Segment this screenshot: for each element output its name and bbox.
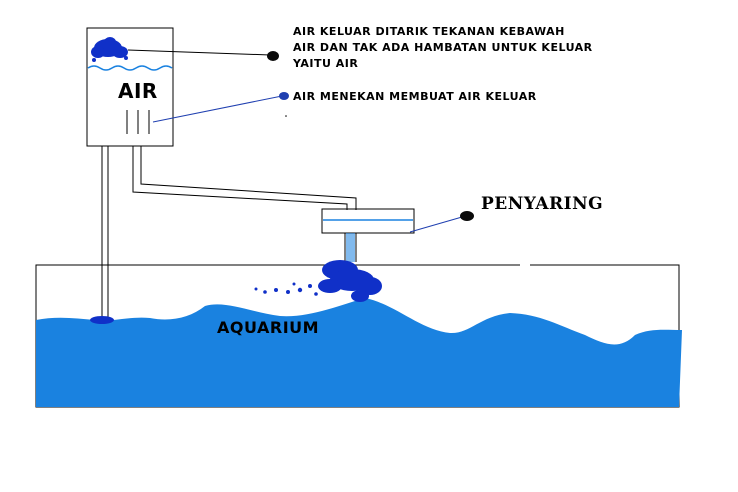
filter-outlet	[344, 233, 357, 262]
aquarium-label: AQUARIUM	[217, 318, 319, 337]
pipe-bottom-splash	[90, 316, 114, 324]
outflow-pipe	[132, 146, 357, 210]
pressure-bars	[126, 110, 150, 134]
pointer-top	[127, 49, 271, 56]
pressure-note: AIR MENEKAN MEMBUAT AIR KELUAR	[293, 90, 537, 103]
top-note-line2: AIR DAN TAK ADA HAMBATAN UNTUK KELUAR	[293, 41, 593, 54]
filter-label: PENYARING	[481, 194, 603, 214]
upper-tank	[86, 27, 174, 147]
pointer-pressure	[152, 95, 283, 123]
filter-box	[321, 208, 415, 234]
filter-outlet-stream	[346, 233, 355, 262]
pointer-top-dot	[267, 51, 279, 61]
pointer-pressure-dot	[279, 92, 289, 100]
top-note-line1: AIR KELUAR DITARIK TEKANAN KEBAWAH	[293, 25, 565, 38]
tank-splash	[91, 37, 128, 62]
aquarium-water	[36, 298, 682, 407]
stray-mark	[285, 115, 287, 117]
top-note-line3: YAITU AIR	[292, 57, 358, 70]
pointer-filter-dot	[460, 211, 474, 221]
vertical-pipe	[101, 146, 109, 318]
pointer-filter	[409, 216, 463, 233]
aquarium-splash	[254, 260, 382, 302]
tank-water-surface	[87, 65, 173, 71]
tank-label: AIR	[118, 79, 158, 103]
